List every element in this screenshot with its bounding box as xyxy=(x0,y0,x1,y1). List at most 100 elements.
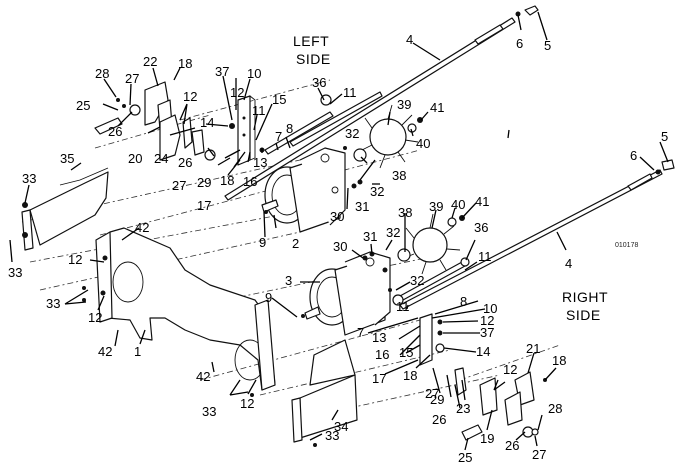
callout: 39 xyxy=(397,97,411,112)
callout: 16 xyxy=(243,174,257,189)
callout: 36 xyxy=(312,75,326,90)
callout: 12 xyxy=(88,310,102,325)
callout-labels: 28 27 22 18 25 26 12 20 24 26 27 29 14 3… xyxy=(8,32,668,465)
upright-bracket-left xyxy=(229,95,265,166)
hydraulic-motor-lower xyxy=(304,251,391,336)
callout: 32 xyxy=(410,273,424,288)
callout: 42 xyxy=(98,344,112,359)
callout: 27 xyxy=(532,447,546,462)
callout: 27 xyxy=(125,71,139,86)
callout: 28 xyxy=(548,401,562,416)
main-frame-plate xyxy=(95,227,276,391)
callout: 29 xyxy=(430,392,444,407)
callout: 18 xyxy=(403,368,417,383)
shield-right xyxy=(291,339,358,443)
callout: 5 xyxy=(661,129,668,144)
callout: 14 xyxy=(200,115,214,130)
control-rod-left xyxy=(224,5,539,201)
hydraulic-motor-upper xyxy=(261,147,346,233)
upright-bracket-right xyxy=(419,313,445,366)
callout: 12 xyxy=(503,362,517,377)
callout: 27 xyxy=(172,178,186,193)
callout: 11 xyxy=(252,103,266,118)
callout: 27 xyxy=(425,386,439,401)
callout: 6 xyxy=(516,36,523,51)
cooling-fan-lower xyxy=(397,213,465,275)
left-side-label-line2: SIDE xyxy=(296,51,331,67)
callout: 11 xyxy=(343,85,357,100)
leader-lines xyxy=(9,11,669,451)
callout: 26 xyxy=(432,412,446,427)
callout: 40 xyxy=(416,136,430,151)
callout: 32 xyxy=(386,225,400,240)
callout: 17 xyxy=(372,371,386,386)
callout: 11 xyxy=(396,299,410,314)
callout: 10 xyxy=(483,301,497,316)
callout: 10 xyxy=(247,66,261,81)
callout: 31 xyxy=(363,229,377,244)
callout: 15 xyxy=(272,92,286,107)
callout: 26 xyxy=(108,124,122,139)
left-side-label-line1: LEFT xyxy=(293,33,329,49)
callout: 19 xyxy=(480,431,494,446)
callout: 2 xyxy=(292,236,299,251)
callout: 33 xyxy=(8,265,22,280)
callout: 39 xyxy=(429,199,443,214)
callout: 4 xyxy=(565,256,572,271)
callout: 30 xyxy=(333,239,347,254)
callout: 29 xyxy=(197,175,211,190)
callout: 33 xyxy=(22,171,36,186)
callout: 9 xyxy=(259,235,266,250)
callout: 32 xyxy=(370,184,384,199)
callout: 11 xyxy=(478,249,492,264)
callout: 16 xyxy=(375,347,389,362)
callout: 12 xyxy=(240,396,254,411)
control-rod-right-lower xyxy=(392,257,470,306)
callout: 42 xyxy=(135,220,149,235)
right-side-label: RIGHT SIDE xyxy=(562,289,608,323)
bracket-assembly-right xyxy=(454,367,547,441)
callout: 38 xyxy=(398,205,412,220)
callout: 38 xyxy=(392,168,406,183)
callout: 33 xyxy=(46,296,60,311)
hardware-fasteners xyxy=(22,146,392,447)
callout: 36 xyxy=(474,220,488,235)
callout: 12 xyxy=(68,252,82,267)
control-rod-right xyxy=(399,159,675,310)
callout: 35 xyxy=(60,151,74,166)
callout: 28 xyxy=(95,66,109,81)
callout: 32 xyxy=(345,126,359,141)
callout: 18 xyxy=(552,353,566,368)
bracket-assembly-left xyxy=(94,81,216,161)
callout: 8 xyxy=(460,294,467,309)
callout: 33 xyxy=(202,404,216,419)
callout: 24 xyxy=(154,151,168,166)
callout: 3 xyxy=(285,273,292,288)
callout: 12 xyxy=(480,313,494,328)
callout: 1 xyxy=(134,344,141,359)
callout: 21 xyxy=(526,341,540,356)
callout: 30 xyxy=(330,209,344,224)
callout: 4 xyxy=(406,32,413,47)
callout: 17 xyxy=(197,198,211,213)
right-side-label-line2: SIDE xyxy=(566,307,601,323)
control-rod-left-lower xyxy=(264,91,383,155)
callout: 9 xyxy=(265,290,272,305)
callout: 13 xyxy=(253,155,267,170)
callout: 6 xyxy=(630,148,637,163)
callout: 42 xyxy=(196,369,210,384)
callout: 12 xyxy=(230,85,244,100)
right-side-label-line1: RIGHT xyxy=(562,289,608,305)
callout: 41 xyxy=(475,194,489,209)
left-side-label: LEFT SIDE xyxy=(293,33,331,67)
callout: 14 xyxy=(476,344,490,359)
callout: 41 xyxy=(430,100,444,115)
callout: 37 xyxy=(215,64,229,79)
callout: 33 xyxy=(325,428,339,443)
drawing-reference-code: 010178 xyxy=(615,242,638,249)
callout: 8 xyxy=(286,121,293,136)
callout: 7 xyxy=(275,129,282,144)
callout: 23 xyxy=(456,401,470,416)
callout: 18 xyxy=(220,173,234,188)
